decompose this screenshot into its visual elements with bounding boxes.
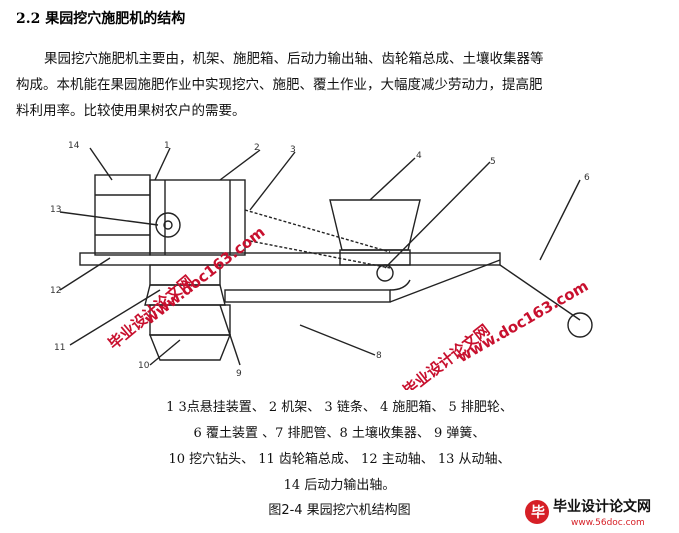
figure-legend: 1 3点悬挂装置、 2 机架、 3 链条、 4 施肥箱、 5 排肥轮、 6 覆土… xyxy=(0,395,679,499)
metering-wheel xyxy=(376,264,394,282)
callout-label: 3 xyxy=(290,145,296,155)
covering-arm xyxy=(499,264,581,321)
gearbox-housing xyxy=(149,179,246,256)
chain xyxy=(244,209,391,253)
section-heading: 2.2 果园挖穴施肥机的结构 xyxy=(16,11,186,27)
logo-mark-icon xyxy=(525,500,549,524)
callout-label: 10 xyxy=(138,361,150,371)
logo-url: www.56doc.com xyxy=(571,518,645,528)
callout-label: 11 xyxy=(54,343,65,353)
intro-paragraph: 果园挖穴施肥机主要由，机架、施肥箱、后动力输出轴、齿轮箱总成、土壤收集器等 构成… xyxy=(16,46,656,124)
legend-row: 10 挖穴钻头、 11 齿轮箱总成、 12 主动轴、 13 从动轴、 xyxy=(168,452,511,467)
legend-row: 14 后动力输出轴。 xyxy=(283,478,396,493)
callout-label: 8 xyxy=(376,351,382,361)
callout-label: 6 xyxy=(584,173,590,183)
site-logo: 毕 毕业设计论文网 www.56doc.com xyxy=(525,498,651,528)
soil-collector xyxy=(224,289,391,303)
driven-sprocket xyxy=(155,212,181,238)
auger-drill xyxy=(148,334,232,361)
callout-label: 14 xyxy=(68,141,80,151)
callout-label: 5 xyxy=(490,157,496,167)
fertilizer-hopper xyxy=(329,199,421,251)
hitch-frame xyxy=(94,174,151,256)
callout-label: 4 xyxy=(416,151,422,161)
main-frame-beam xyxy=(79,252,501,266)
paragraph-line: 构成。本机能在果园施肥作业中实现挖穴、施肥、覆土作业，大幅度减少劳动力，提高肥 xyxy=(16,77,543,93)
logo-text: 毕业设计论文网 xyxy=(553,498,651,515)
callout-label: 13 xyxy=(50,205,61,215)
svg-text:毕: 毕 xyxy=(531,504,545,521)
callout-label: 1 xyxy=(164,141,170,151)
figure-caption: 图2-4 果园挖穴机结构图 xyxy=(268,503,411,518)
paragraph-line: 果园挖穴施肥机主要由，机架、施肥箱、后动力输出轴、齿轮箱总成、土壤收集器等 xyxy=(44,51,544,67)
callout-label: 2 xyxy=(254,143,260,153)
machine-structure-diagram: 14 1 2 3 4 5 6 13 12 11 10 9 8 www.doc16… xyxy=(50,141,593,390)
callout-label: 9 xyxy=(236,369,242,379)
callout-label: 12 xyxy=(50,286,61,296)
paragraph-line: 料利用率。比较使用果树农户的需要。 xyxy=(16,103,246,119)
legend-row: 1 3点悬挂装置、 2 机架、 3 链条、 4 施肥箱、 5 排肥轮、 xyxy=(166,400,513,415)
watermark-url: www.doc163.com xyxy=(454,277,591,367)
legend-row: 6 覆土装置 、7 排肥管、8 土壤收集器、 9 弹簧、 xyxy=(193,426,486,441)
covering-disc xyxy=(567,312,593,338)
